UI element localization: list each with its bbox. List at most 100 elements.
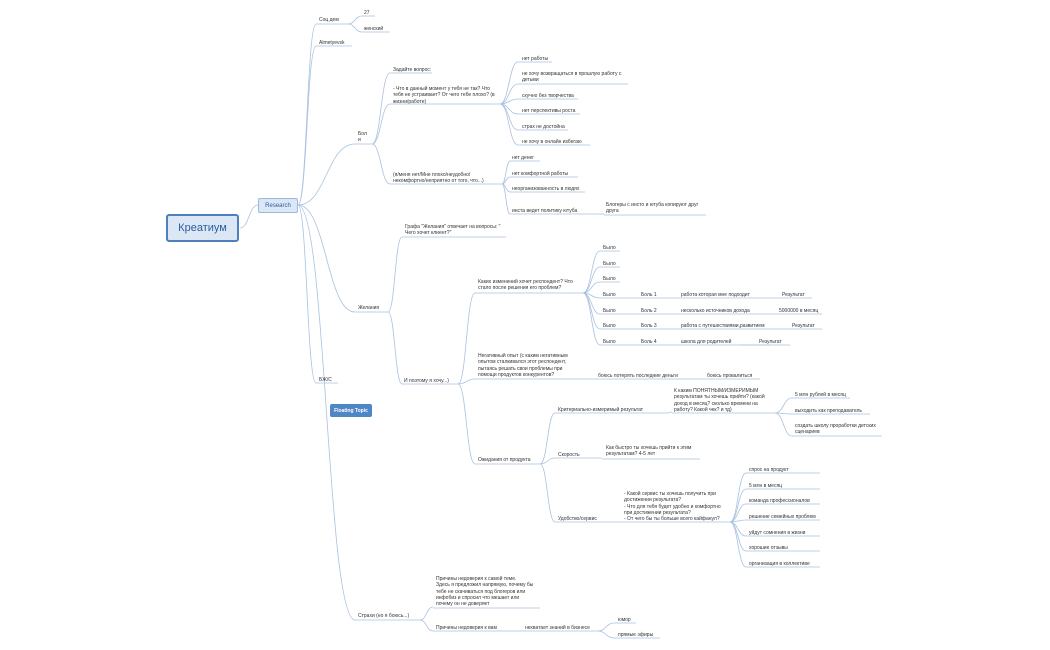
no-knowledge-node[interactable]: нехватает знаний в бизнесе — [525, 625, 590, 631]
pain-label[interactable]: Боль 2 — [641, 308, 657, 314]
was-item[interactable]: Было — [603, 323, 616, 329]
connector-line — [582, 292, 601, 330]
pain-label[interactable]: Боль 3 — [641, 323, 657, 329]
pain-item[interactable]: нет работы — [522, 56, 549, 62]
result-item[interactable]: 5000000 в месяц — [779, 308, 819, 314]
convenience-item[interactable]: решение семейных проблем — [749, 514, 816, 520]
changes-node[interactable]: Каких изменений хочет респондент? Что ст… — [478, 279, 573, 292]
connector-line — [539, 463, 556, 523]
connector-line — [297, 143, 356, 206]
ugly-item[interactable]: нет денег — [512, 155, 535, 161]
desire-graph-node[interactable]: Графа "Желания" отвечает на вопросы: " Ч… — [405, 224, 501, 237]
criteria-item[interactable]: выходить как преподаватель — [795, 408, 863, 414]
connector-line — [297, 204, 356, 313]
was-item[interactable]: Было — [603, 339, 616, 345]
ugly-item[interactable]: нет комфортной работы — [512, 171, 569, 177]
connector-line — [582, 292, 601, 346]
desire-node[interactable]: Желания — [358, 305, 380, 311]
convenience-item[interactable]: спрос на продукт — [749, 467, 789, 473]
pain-label[interactable]: Боль 1 — [641, 292, 657, 298]
expect-node[interactable]: Ожидания от продукта — [478, 457, 531, 463]
state-item[interactable]: работа которая мне подходит — [681, 292, 750, 298]
fear-money-node[interactable]: боюсь потерять последние деньги — [598, 373, 678, 379]
live-node[interactable]: прямые эфиры — [618, 632, 654, 638]
criteria-question[interactable]: К каким ПОНЯТНЫМ/ИЗМЕРИМЫМ результатам т… — [674, 388, 765, 413]
connector-line — [347, 15, 363, 25]
connector-line — [371, 72, 391, 145]
ask-question-node[interactable]: Задайте вопрос: — [393, 67, 432, 73]
negative-node[interactable]: Негативный опыт (с каким негативным опыт… — [478, 353, 568, 378]
fears-node[interactable]: Страхи (но я боюсь...) — [358, 613, 410, 619]
convenience-item[interactable]: организация в коллективе — [749, 561, 810, 567]
criteria-node[interactable]: Критериально-измеримый результат — [558, 407, 644, 413]
connector-line — [457, 292, 476, 385]
connector-line — [501, 160, 511, 185]
pain-item[interactable]: страх не достойна — [522, 124, 565, 130]
connector-line — [729, 488, 747, 523]
connector-line — [371, 143, 391, 185]
floating-topic[interactable]: Floating Topic — [330, 404, 372, 417]
connector-line — [539, 412, 556, 465]
criteria-item[interactable]: 5 млн рублей в месяц — [795, 392, 846, 398]
connector-line — [582, 250, 601, 294]
state-item[interactable]: несколько источников дохода — [681, 308, 750, 314]
distrust-you-node[interactable]: Причины недоверия к вам — [436, 625, 497, 631]
connector-line — [297, 204, 356, 621]
was-item[interactable]: Было — [603, 276, 616, 282]
distrust-topic-node[interactable]: Причины недоверия к самой теме. Здесь я … — [436, 576, 534, 607]
pain-label[interactable]: Боль 4 — [641, 339, 657, 345]
connector-line — [239, 204, 259, 229]
pain-item[interactable]: не хочу возвращаться в прошлую работу с … — [522, 71, 622, 84]
was-item[interactable]: Было — [603, 308, 616, 314]
connector-line — [774, 397, 793, 414]
convenience-item[interactable]: хорошие отзывы — [749, 545, 788, 551]
city-node[interactable]: Almetyevsk — [319, 40, 345, 46]
pain-item[interactable]: нет перспективы роста — [522, 108, 576, 114]
ugly-node[interactable]: (я/меня нет/Мне плохо/неудобно/ некомфор… — [393, 172, 484, 185]
question-node[interactable]: - Что в данный момент у тебя не так? Что… — [393, 86, 495, 105]
age-node[interactable]: 27 — [364, 10, 370, 16]
want-node[interactable]: И поэтому я хочу...) — [404, 378, 449, 384]
convenience-question[interactable]: - Какой сервис ты хочешь получить при до… — [624, 491, 721, 522]
was-item[interactable]: Было — [603, 292, 616, 298]
convenience-item[interactable]: уйдут сомнения в жизни — [749, 530, 806, 536]
was-item[interactable]: Было — [603, 245, 616, 251]
ugly-item[interactable]: неорганизованность в людях — [512, 186, 580, 192]
connector-line — [597, 622, 615, 632]
speed-question[interactable]: Как быстро ты хочешь прийти к этим резул… — [606, 445, 692, 458]
criteria-item[interactable]: создать школу проработки детских сценари… — [795, 423, 876, 436]
result-item[interactable]: Результат — [792, 323, 815, 329]
connector-line — [457, 383, 476, 465]
connector-line — [667, 411, 673, 414]
speed-node[interactable]: Скорость — [558, 452, 580, 458]
humor-node[interactable]: юмор — [618, 617, 631, 623]
research-topic[interactable]: Research — [258, 198, 298, 213]
convenience-node[interactable]: Удобство/сервис — [558, 516, 597, 522]
convenience-item[interactable]: команда профессионалов — [749, 498, 810, 504]
socdem-node[interactable]: Соц дем — [319, 17, 339, 23]
ugly-item[interactable]: инста ведет политику ютуба — [512, 208, 578, 214]
convenience-item[interactable]: 5 млн в месяц — [749, 483, 783, 489]
was-item[interactable]: Было — [603, 261, 616, 267]
state-item[interactable]: работа с путешествиями,развитием — [681, 323, 765, 329]
connector-line — [371, 103, 391, 145]
state-item[interactable]: школа для родителей — [681, 339, 732, 345]
result-item[interactable]: Результат — [782, 292, 805, 298]
connector-line — [729, 503, 747, 523]
fear-fail-node[interactable]: боюсь провалиться — [707, 373, 753, 379]
pain-node[interactable]: Бол и — [358, 131, 367, 144]
pain-item[interactable]: не хочу в онлайн избегаю — [522, 139, 582, 145]
result-item[interactable]: Результат — [759, 339, 782, 345]
connector-line — [457, 378, 476, 385]
root-topic[interactable]: Креатиум — [166, 214, 239, 242]
ugly-subitem[interactable]: Блогеры с инсто и ютуба копируют друг др… — [606, 202, 699, 215]
pain-item[interactable]: скучно без творчества — [522, 93, 574, 99]
connector-line — [347, 23, 363, 33]
connector-line — [387, 236, 403, 313]
connector-line — [499, 61, 519, 105]
connector-line — [597, 630, 615, 639]
connector-line — [729, 472, 747, 523]
gender-node[interactable]: женский — [364, 26, 384, 32]
bjk-node[interactable]: БЖ/С — [319, 377, 332, 383]
